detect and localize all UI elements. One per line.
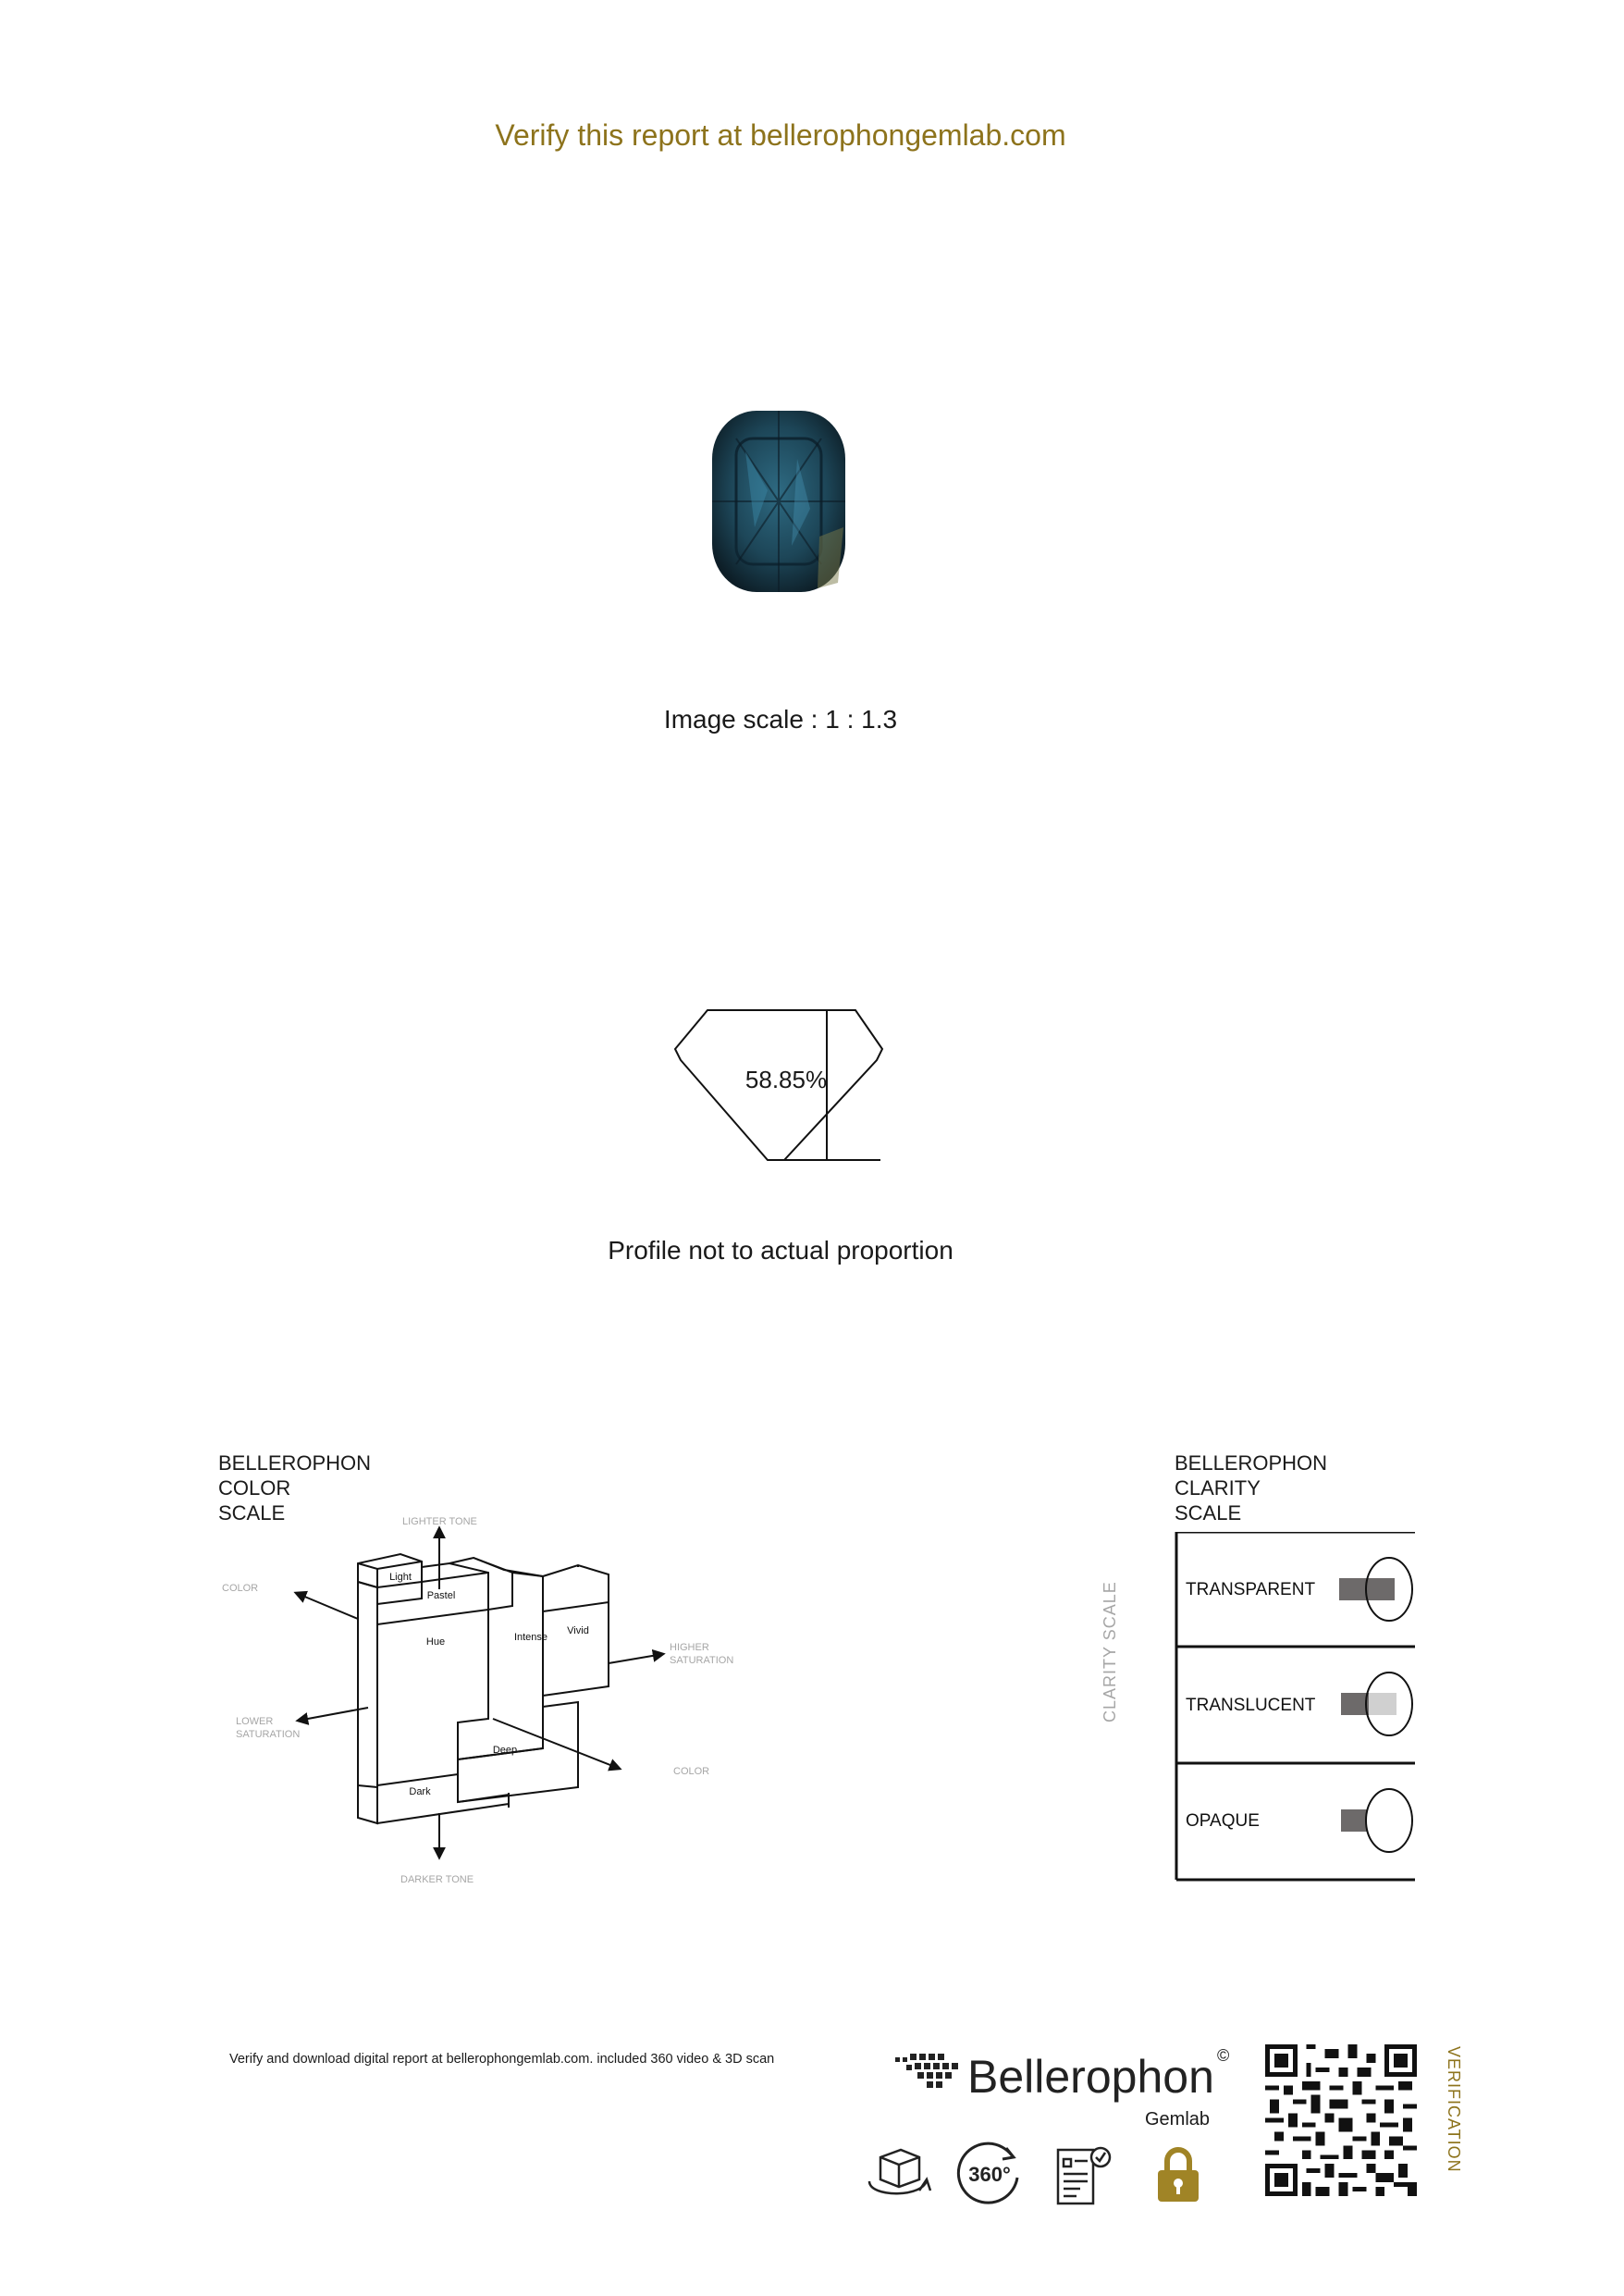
profile-diagram [673,1009,884,1161]
color-block-label: Dark [409,1786,431,1797]
profile-note: Profile not to actual proportion [608,1236,953,1265]
clarity-scale-table: TRANSPARENT TRANSLUCENT OPAQUE [1175,1532,1415,1882]
clarity-scale-title: BELLEROPHON CLARITY SCALE [1175,1451,1328,1524]
color-block-label: Light [389,1572,412,1583]
verify-header[interactable]: Verify this report at bellerophongemlab.… [495,118,1066,152]
axis-label-lower-sat-1: LOWER [236,1716,273,1727]
clarity-row-label: TRANSLUCENT [1186,1696,1316,1715]
qr-code-icon[interactable] [1265,2044,1417,2196]
color-block-label: Intense [514,1632,547,1643]
color-scale-title: BELLEROPHON COLOR SCALE [218,1451,372,1524]
clarity-row-label: OPAQUE [1186,1811,1260,1831]
axis-label-higher-sat-1: HIGHER [670,1642,709,1653]
footer-download-text: Verify and download digital report at be… [229,2052,775,2067]
brand-name: Bellerophon [967,2051,1214,2103]
axis-label-color-left: COLOR [222,1583,258,1594]
axis-label-higher-sat-2: SATURATION [670,1655,733,1666]
depth-percent: 58.85% [744,1066,828,1093]
copyright-symbol: © [1217,2046,1230,2065]
gemstone-image [712,411,845,592]
certificate-icon[interactable] [1047,2137,1121,2211]
axis-label-lower-sat-2: SATURATION [236,1729,300,1740]
color-block-label: Deep [493,1745,517,1756]
3d-cube-icon[interactable] [860,2137,934,2211]
verification-label: VERIFICATION [1445,2046,1463,2173]
axis-label-up: LIGHTER TONE [402,1517,477,1527]
axis-label-down: DARKER TONE [400,1874,474,1885]
color-block-label: Pastel [427,1590,456,1601]
lock-icon[interactable] [1141,2137,1215,2211]
axis-label-color-right: COLOR [673,1766,709,1777]
clarity-row-label: TRANSPARENT [1186,1580,1315,1599]
color-block-label: Hue [426,1636,445,1648]
color-block-label: Vivid [567,1625,589,1636]
clarity-axis-label: CLARITY SCALE [1101,1581,1119,1722]
image-scale-label: Image scale : 1 : 1.3 [663,705,898,734]
brand-subname: Gemlab [1145,2109,1211,2129]
svg-text:360°: 360° [968,2163,1011,2186]
rotate-360-icon[interactable]: 360° [953,2137,1027,2211]
color-scale-diagram: Light Pastel Hue Intense Vivid Deep Dark… [222,1517,733,1885]
bellerophon-logo-mark-icon [895,2054,958,2088]
